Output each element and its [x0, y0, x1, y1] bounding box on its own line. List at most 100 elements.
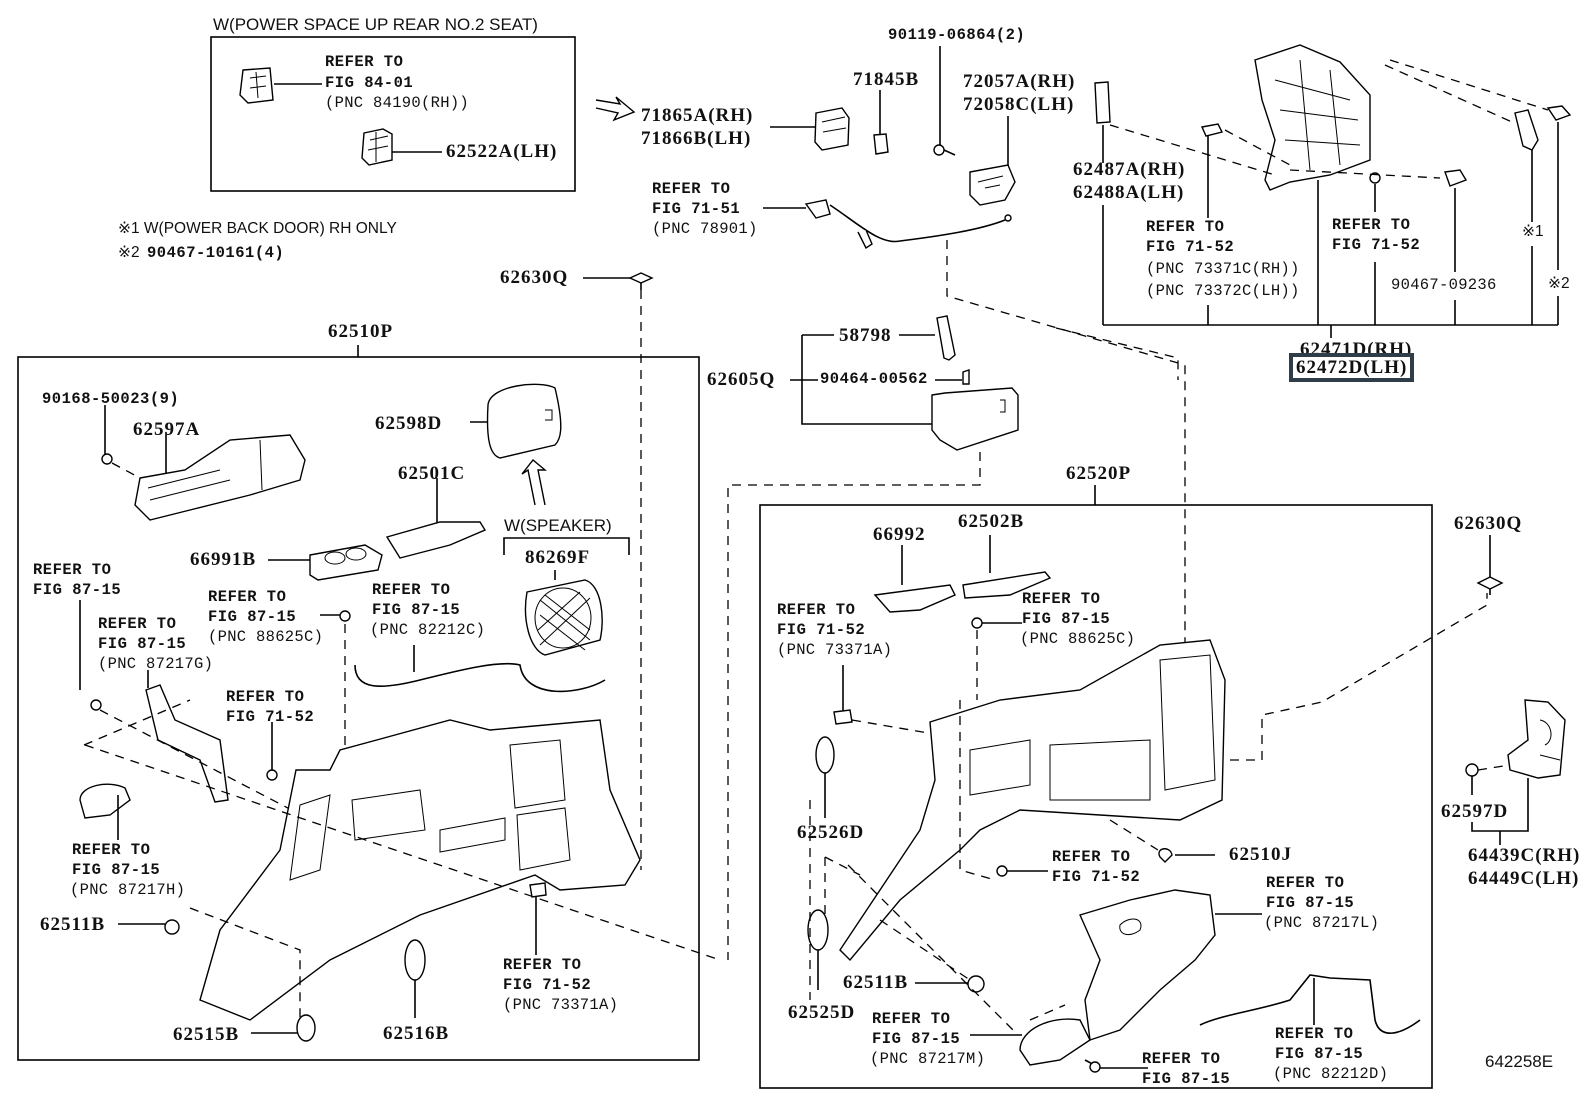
ref-fig-link[interactable]: FIG 71-52 — [1052, 868, 1141, 886]
part-number-62487a[interactable]: 62487A(RH) — [1073, 159, 1186, 180]
dashed-guide — [1224, 129, 1291, 166]
dashed-guide — [1055, 327, 1179, 380]
part-number-71865a[interactable]: 71865A(RH) — [641, 105, 754, 126]
ref-fig-link[interactable]: FIG 87-15 — [872, 1030, 961, 1048]
panel-64439-icon — [1507, 699, 1566, 779]
cover-62598d-icon — [486, 383, 562, 459]
ref-fig-link[interactable]: FIG 71-52 — [226, 708, 315, 726]
left-box-frame — [17, 356, 700, 1061]
part-number-62472d-highlighted[interactable]: 62472D(LH) — [1289, 353, 1415, 382]
bracket-line — [503, 537, 630, 555]
ref-fig-link[interactable]: FIG 87-15 — [1275, 1045, 1364, 1063]
part-number-62605q[interactable]: 62605Q — [707, 369, 776, 390]
clip-62510j-icon — [1158, 848, 1173, 863]
part-number-62598d[interactable]: 62598D — [375, 413, 443, 434]
ref-fig-link[interactable]: FIG 71-52 — [1146, 238, 1235, 256]
part-number-62488a[interactable]: 62488A(LH) — [1073, 182, 1185, 203]
clip-mark2-icon — [1546, 105, 1572, 121]
vent-62516b-icon — [404, 939, 426, 981]
holder-66991b-icon — [309, 544, 383, 581]
part-number-62597d[interactable]: 62597D — [1441, 801, 1509, 822]
part-number-90168[interactable]: 90168-50023(9) — [42, 390, 180, 408]
ref-fig-link[interactable]: FIG 87-15 — [1022, 610, 1111, 628]
part-number-64439c[interactable]: 64439C(RH) — [1468, 845, 1581, 866]
inset-frame — [210, 36, 576, 192]
part-number-62510j[interactable]: 62510J — [1229, 844, 1292, 865]
dashed-guide — [1109, 819, 1159, 851]
ref-pnc: (PNC 73372C(LH)) — [1146, 282, 1300, 300]
clip-icon — [1369, 172, 1381, 184]
part-number-90464[interactable]: 90464-00562 — [820, 370, 928, 388]
ref-label: REFER TO — [98, 615, 177, 633]
ref-fig-link[interactable]: FIG 87-15 — [33, 581, 122, 599]
part-number-62520p[interactable]: 62520P — [1066, 463, 1132, 484]
harness-82212c-icon — [354, 662, 606, 693]
ref-pnc: (PNC 82212C) — [370, 621, 486, 639]
ref-label: REFER TO — [72, 841, 151, 859]
part-number-58798[interactable]: 58798 — [839, 325, 892, 346]
dashed-guide — [1109, 124, 1276, 176]
part-number-72058c[interactable]: 72058C(LH) — [963, 94, 1075, 115]
ref-fig-link[interactable]: FIG 71-52 — [777, 621, 866, 639]
part-number-62515b[interactable]: 62515B — [173, 1024, 240, 1045]
clip-71845b-icon — [873, 133, 889, 155]
ref-fig-link[interactable]: FIG 87-15 — [1142, 1070, 1231, 1088]
ref-label: REFER TO — [777, 601, 856, 619]
part-number-62516b[interactable]: 62516B — [383, 1023, 450, 1044]
note-2-marker: ※2 — [118, 244, 144, 261]
ref-label: REFER TO — [1332, 216, 1411, 234]
bracket-line — [801, 335, 932, 425]
ref-fig-link[interactable]: FIG 87-15 — [208, 608, 297, 626]
part-number-62630q[interactable]: 62630Q — [500, 267, 569, 288]
part-number-72057a[interactable]: 72057A(RH) — [963, 71, 1076, 92]
part-number-62502b[interactable]: 62502B — [958, 511, 1025, 532]
part-number-62522a[interactable]: 62522A(LH) — [446, 141, 558, 162]
clip-62487-icon — [1094, 81, 1111, 124]
part-number-62525d[interactable]: 62525D — [788, 1002, 856, 1023]
quarter-trim-62520p-icon — [839, 639, 1226, 962]
part-number-62511b[interactable]: 62511B — [843, 972, 909, 993]
ref-fig-link[interactable]: FIG 87-15 — [98, 635, 187, 653]
ref-fig-link[interactable]: FIG 71-51 — [652, 200, 741, 218]
part-number-71845b[interactable]: 71845B — [853, 69, 920, 90]
note-mark-2: ※2 — [1548, 275, 1570, 292]
view-arrow-icon — [595, 96, 636, 122]
ref-pnc: (PNC 87217L) — [1264, 914, 1380, 932]
note-2-part[interactable]: 90467-10161(4) — [147, 244, 285, 262]
vent-62526d-icon — [815, 736, 835, 774]
part-number-62501c[interactable]: 62501C — [398, 463, 466, 484]
part-number-66991b[interactable]: 66991B — [190, 549, 257, 570]
part-number-62597a[interactable]: 62597A — [133, 419, 201, 440]
ref-fig-link[interactable]: FIG 87-15 — [372, 601, 461, 619]
clip-62597d-icon — [1465, 763, 1479, 777]
ref-pnc: (PNC 88625C) — [1020, 630, 1136, 648]
ref-fig-link[interactable]: FIG 84-01 — [325, 74, 414, 92]
ref-label: REFER TO — [1142, 1050, 1221, 1068]
right-box-frame — [759, 504, 1433, 1089]
clip-mark1-icon — [1514, 109, 1539, 151]
part-number-64449c[interactable]: 64449C(LH) — [1468, 868, 1580, 889]
vent-62525d-icon — [807, 909, 829, 951]
part-number-62630q[interactable]: 62630Q — [1454, 513, 1523, 534]
clip-62630q-icon — [628, 272, 654, 290]
ref-fig-link[interactable]: FIG 71-52 — [503, 976, 592, 994]
part-number-90467-09236[interactable]: 90467-09236 — [1391, 276, 1497, 294]
panel-62471-icon — [1254, 44, 1371, 191]
dashed-guide — [111, 462, 141, 479]
ref-fig-link[interactable]: FIG 87-15 — [72, 861, 161, 879]
part-number-62510p[interactable]: 62510P — [328, 321, 394, 342]
ref-label: REFER TO — [1022, 590, 1101, 608]
part-number-90119[interactable]: 90119-06864(2) — [888, 26, 1026, 44]
part-number-62511b[interactable]: 62511B — [40, 914, 106, 935]
part-number-71866b[interactable]: 71866B(LH) — [641, 128, 752, 149]
quarter-trim-62510p-icon — [199, 719, 641, 1021]
clip-62511b-icon — [967, 975, 985, 993]
part-number-62526d[interactable]: 62526D — [797, 822, 865, 843]
clip-73371c-icon — [1201, 123, 1224, 137]
part-number-86269f[interactable]: 86269F — [525, 547, 591, 568]
ref-fig-link[interactable]: FIG 71-52 — [1332, 236, 1421, 254]
ref-fig-link[interactable]: FIG 87-15 — [1266, 894, 1355, 912]
part-number-66992[interactable]: 66992 — [873, 524, 926, 545]
